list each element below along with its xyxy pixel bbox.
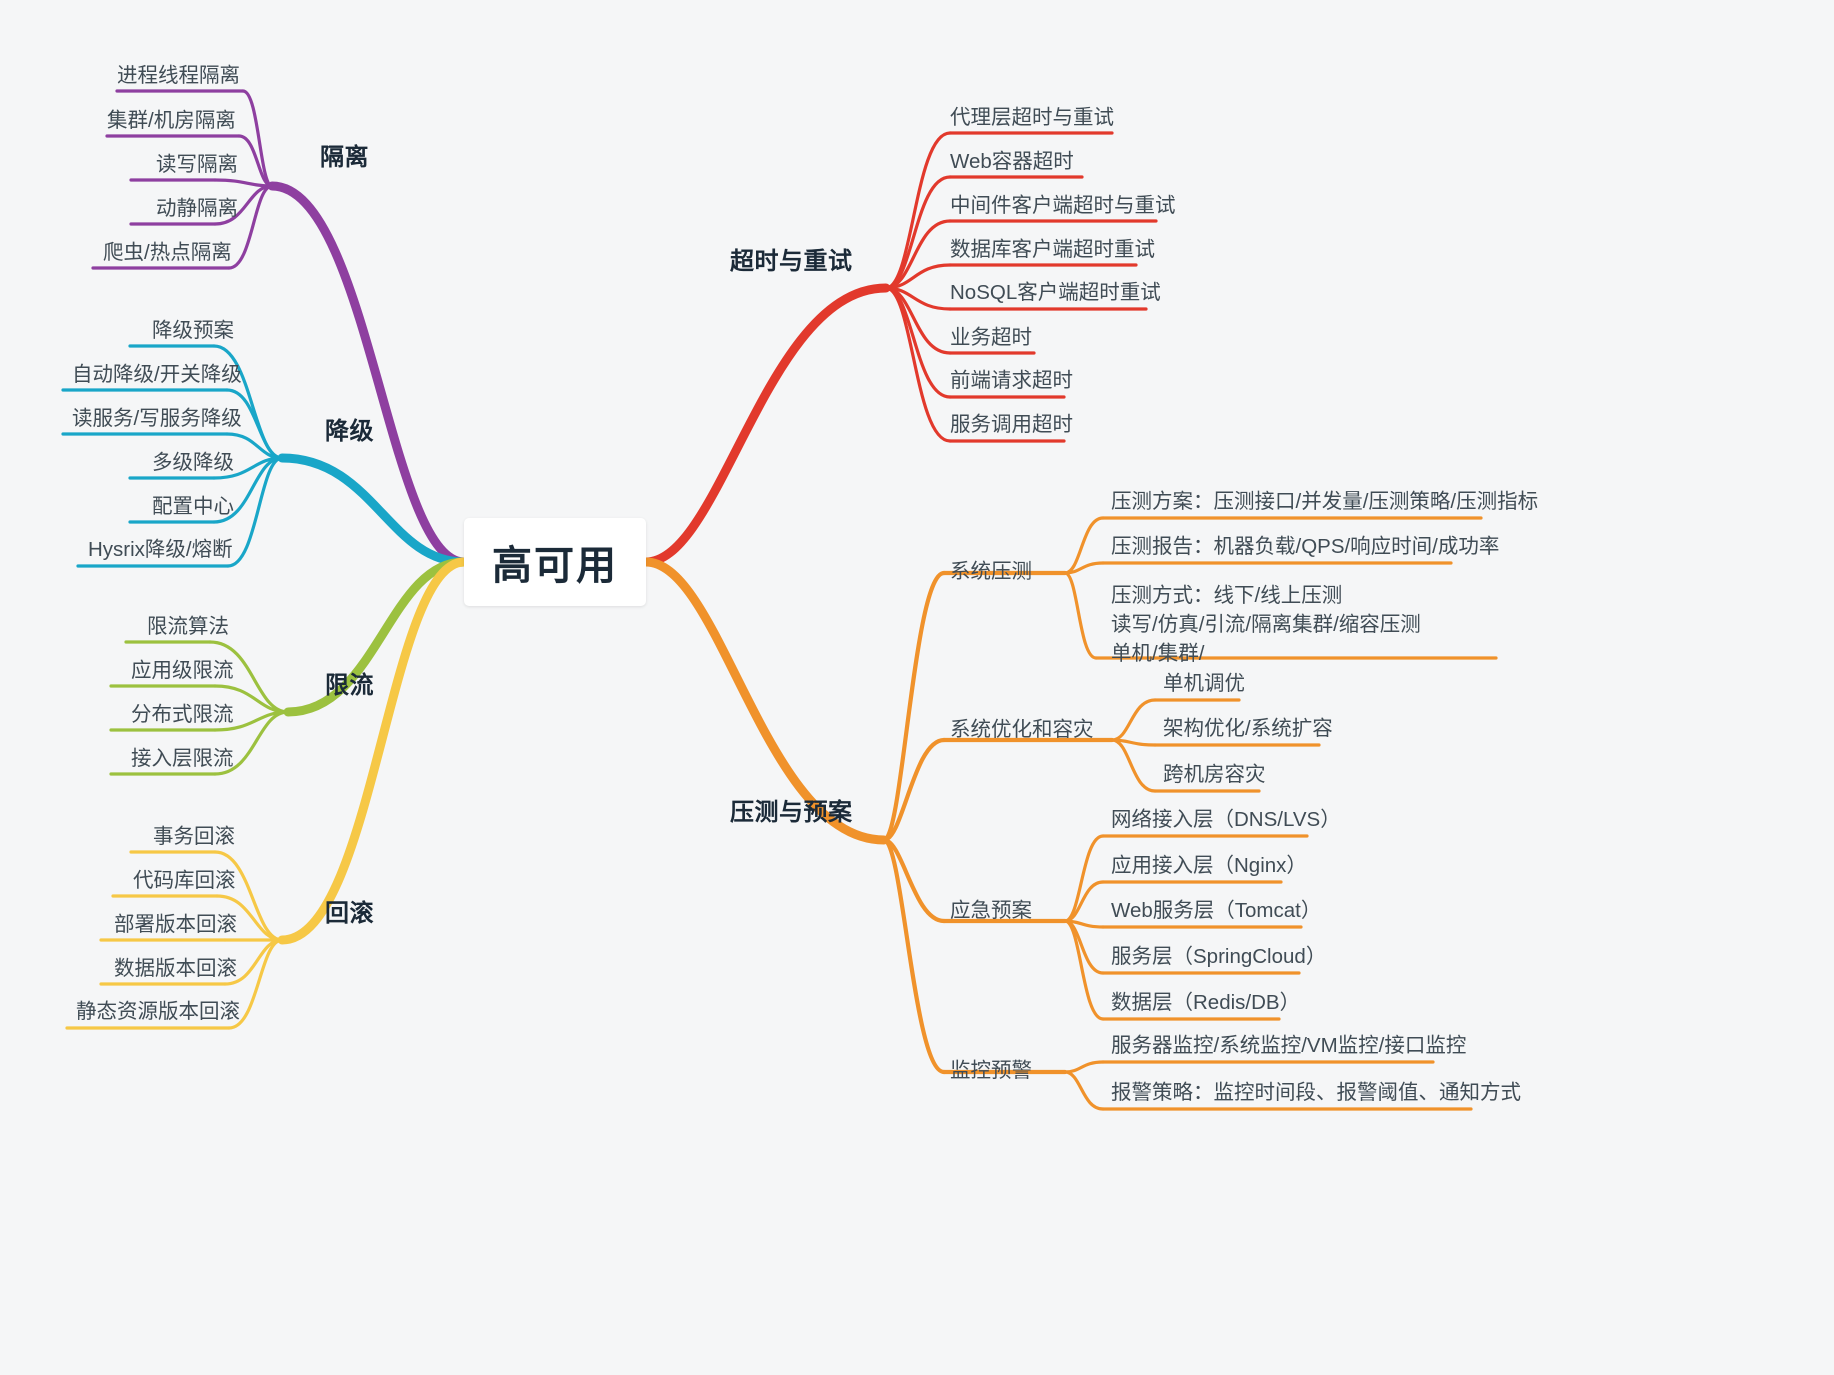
leaf-degrade-4[interactable]: 配置中心 (152, 495, 234, 518)
leaf-timeout-5[interactable]: 业务超时 (950, 326, 1032, 349)
leaf-timeout-7[interactable]: 服务调用超时 (950, 413, 1073, 436)
group-stress-0[interactable]: 系统压测 (950, 560, 1032, 583)
leaf-stress-1-1[interactable]: 架构优化/系统扩容 (1163, 717, 1333, 740)
group-stress-3[interactable]: 监控预警 (950, 1059, 1032, 1082)
leaf-isolation-0[interactable]: 进程线程隔离 (117, 64, 240, 87)
leaf-stress-0-2[interactable]: 压测方式：线下/线上压测 读写/仿真/引流/隔离集群/缩容压测 单机/集群/ (1111, 584, 1421, 666)
branch-title-stress[interactable]: 压测与预案 (730, 799, 853, 826)
leaf-degrade-1[interactable]: 自动降级/开关降级 (72, 363, 242, 386)
leaf-rollback-4[interactable]: 静态资源版本回滚 (76, 1000, 240, 1023)
branch-title-isolation[interactable]: 隔离 (320, 144, 369, 171)
leaf-stress-1-0[interactable]: 单机调优 (1163, 672, 1245, 695)
leaf-rollback-0[interactable]: 事务回滚 (153, 825, 235, 848)
leaf-timeout-0[interactable]: 代理层超时与重试 (950, 106, 1114, 129)
leaf-stress-2-4[interactable]: 数据层（Redis/DB） (1111, 991, 1301, 1014)
leaf-timeout-1[interactable]: Web容器超时 (950, 150, 1074, 173)
leaf-limit-3[interactable]: 接入层限流 (131, 747, 234, 770)
leaf-isolation-4[interactable]: 爬虫/热点隔离 (103, 241, 232, 264)
leaf-degrade-3[interactable]: 多级降级 (152, 451, 234, 474)
leaf-timeout-3[interactable]: 数据库客户端超时重试 (950, 238, 1155, 261)
leaf-rollback-2[interactable]: 部署版本回滚 (114, 913, 237, 936)
leaf-timeout-4[interactable]: NoSQL客户端超时重试 (950, 281, 1161, 304)
leaf-stress-2-1[interactable]: 应用接入层（Nginx） (1111, 854, 1307, 877)
leaf-stress-3-1[interactable]: 报警策略：监控时间段、报警阈值、通知方式 (1111, 1081, 1521, 1104)
leaf-degrade-2[interactable]: 读服务/写服务降级 (72, 407, 242, 430)
leaf-rollback-1[interactable]: 代码库回滚 (133, 869, 236, 892)
leaf-degrade-5[interactable]: Hysrix降级/熔断 (88, 538, 233, 561)
branch-title-degrade[interactable]: 降级 (325, 418, 374, 445)
leaf-isolation-1[interactable]: 集群/机房隔离 (107, 109, 236, 132)
leaf-stress-3-0[interactable]: 服务器监控/系统监控/VM监控/接口监控 (1111, 1034, 1467, 1057)
branch-title-timeout[interactable]: 超时与重试 (730, 248, 853, 275)
leaf-stress-0-0[interactable]: 压测方案：压测接口/并发量/压测策略/压测指标 (1111, 490, 1539, 513)
group-stress-2[interactable]: 应急预案 (950, 899, 1032, 922)
center-node[interactable]: 高可用 (464, 518, 646, 606)
leaf-limit-1[interactable]: 应用级限流 (131, 659, 234, 682)
leaf-rollback-3[interactable]: 数据版本回滚 (114, 957, 237, 980)
leaf-limit-2[interactable]: 分布式限流 (131, 703, 234, 726)
branch-title-rollback[interactable]: 回滚 (325, 900, 374, 927)
leaf-isolation-2[interactable]: 读写隔离 (156, 153, 238, 176)
leaf-timeout-2[interactable]: 中间件客户端超时与重试 (950, 194, 1176, 217)
leaf-stress-0-1[interactable]: 压测报告：机器负载/QPS/响应时间/成功率 (1111, 535, 1500, 558)
leaf-stress-2-0[interactable]: 网络接入层（DNS/LVS） (1111, 808, 1341, 831)
branch-title-limit[interactable]: 限流 (325, 672, 374, 699)
leaf-degrade-0[interactable]: 降级预案 (152, 319, 234, 342)
leaf-timeout-6[interactable]: 前端请求超时 (950, 369, 1073, 392)
group-stress-1[interactable]: 系统优化和容灾 (950, 718, 1094, 741)
leaf-limit-0[interactable]: 限流算法 (147, 615, 229, 638)
leaf-isolation-3[interactable]: 动静隔离 (156, 197, 238, 220)
leaf-stress-2-3[interactable]: 服务层（SpringCloud） (1111, 945, 1327, 968)
leaf-stress-2-2[interactable]: Web服务层（Tomcat） (1111, 899, 1322, 922)
leaf-stress-1-2[interactable]: 跨机房容灾 (1163, 763, 1266, 786)
